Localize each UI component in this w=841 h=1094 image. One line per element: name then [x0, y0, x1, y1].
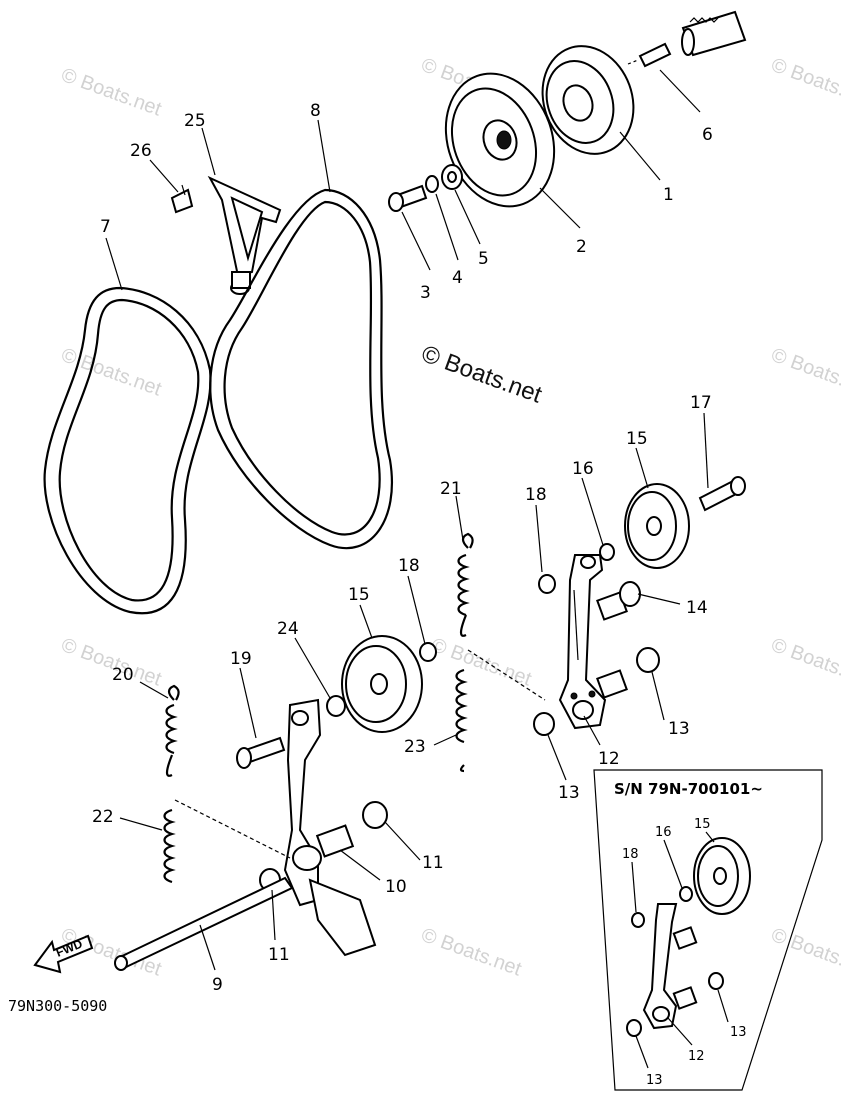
- inset-callout-12: 12: [688, 1049, 705, 1064]
- watermark-text: © Boats.net: [418, 924, 524, 981]
- callout-22: 22: [92, 807, 114, 827]
- left-tensioner-assembly: [236, 635, 437, 957]
- callout-15a: 15: [626, 429, 648, 449]
- callout-24: 24: [277, 619, 299, 639]
- part-6-shaft-key: [627, 10, 747, 68]
- callout-12: 12: [598, 749, 620, 769]
- callout-4: 4: [452, 268, 463, 288]
- callout-16: 16: [572, 459, 594, 479]
- part-25-bracket: [207, 175, 282, 295]
- callout-11b: 11: [268, 945, 290, 965]
- callout-23: 23: [404, 737, 426, 757]
- part-9-rod: [114, 876, 294, 971]
- part-26-bolt: [170, 184, 194, 214]
- part-3-4-5-bolt-washers: [388, 164, 463, 212]
- callout-3: 3: [420, 283, 431, 303]
- part-7-belt: [43, 286, 212, 615]
- inset-callout-13a: 13: [730, 1025, 747, 1040]
- callout-20: 20: [112, 665, 134, 685]
- callout-26: 26: [130, 141, 152, 161]
- watermark-text: © Boats.net: [428, 634, 534, 691]
- watermark-text: © Boats.net: [768, 634, 841, 691]
- callout-6: 6: [702, 125, 713, 145]
- inset-callout-18: 18: [622, 847, 639, 862]
- diagram-code: 79N300-5090: [8, 997, 107, 1015]
- inset-callout-15: 15: [694, 817, 711, 832]
- callout-13b: 13: [558, 783, 580, 803]
- part-2-driven-pulley: [444, 72, 556, 208]
- callout-25: 25: [184, 111, 206, 131]
- callout-2: 2: [576, 237, 587, 257]
- callout-8: 8: [310, 101, 321, 121]
- callout-9: 9: [212, 975, 223, 995]
- inset-callout-16: 16: [655, 825, 672, 840]
- callout-21: 21: [440, 479, 462, 499]
- right-tensioner-assembly: [533, 476, 746, 736]
- callout-18b: 18: [398, 556, 420, 576]
- callout-18a: 18: [525, 485, 547, 505]
- callout-5: 5: [478, 249, 489, 269]
- watermark-main: © Boats.net: [418, 340, 546, 408]
- callout-10: 10: [385, 877, 407, 897]
- leader-lines: [105, 69, 709, 971]
- callout-13a: 13: [668, 719, 690, 739]
- callout-14: 14: [686, 598, 708, 618]
- inset-callout-13b: 13: [646, 1073, 663, 1088]
- inset-title: S/N 79N-700101~: [614, 780, 763, 798]
- callout-19: 19: [230, 649, 252, 669]
- callout-7: 7: [100, 217, 111, 237]
- part-8-belt: [209, 188, 393, 550]
- watermark-text: © Boats.net: [768, 54, 841, 111]
- callout-numbers: 1 2 3 4 5 6 7 8 9 10 11 11 12 13 13 14 1…: [92, 101, 713, 995]
- inset-panel: S/N 79N-700101~ 15 16 18 12 13 13: [593, 769, 823, 1091]
- callout-1: 1: [663, 185, 674, 205]
- callout-15b: 15: [348, 585, 370, 605]
- springs: [163, 532, 474, 884]
- watermark-text: © Boats.net: [768, 344, 841, 401]
- callout-11a: 11: [422, 853, 444, 873]
- callout-17: 17: [690, 393, 712, 413]
- watermark-text: © Boats.net: [58, 64, 164, 121]
